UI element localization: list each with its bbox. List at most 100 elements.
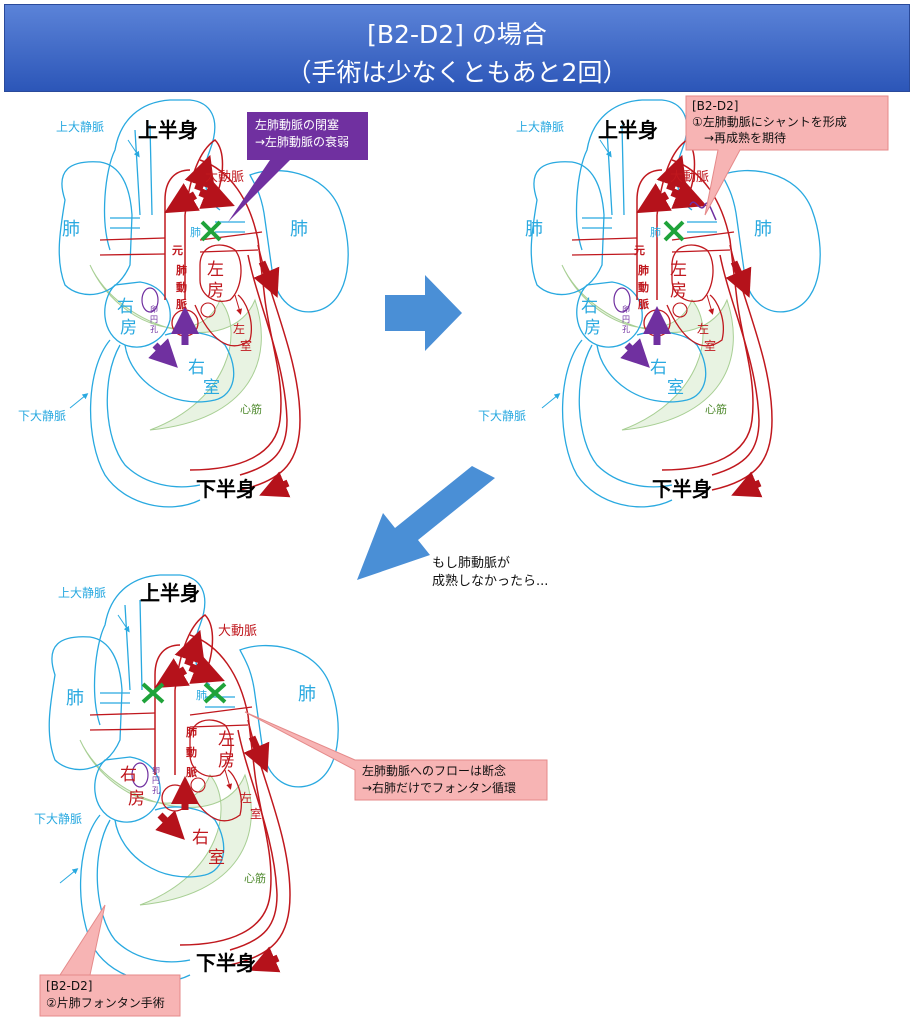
callout-fontan-line-2: ②片肺フォンタン手術 <box>46 996 165 1010</box>
callout-if-not-line-2: 成熟しなかったら... <box>432 574 549 589</box>
diagram-panel-3 <box>39 575 548 1017</box>
callout-flow-cut-line-2: →右肺だけでフォンタン循環 <box>362 781 517 795</box>
label-lung-left: 肺 <box>62 219 80 240</box>
label-foramen-3: 孔 <box>150 325 158 334</box>
label-mpa-2-1: 元 <box>634 244 645 257</box>
label-upper-body-3: 上半身 <box>140 581 200 605</box>
label-upper-body: 上半身 <box>138 118 198 142</box>
label-lung-right-2: 肺 <box>754 219 772 240</box>
callout-occlusion-line-2: →左肺動脈の衰弱 <box>255 135 350 149</box>
label-svc: 上大静脈 <box>56 120 104 134</box>
label-ivc: 下大静脈 <box>18 409 66 423</box>
occlusion-x-mark-2 <box>663 220 685 242</box>
label-foramen-3-2: 円 <box>152 776 160 785</box>
next-arrow-down-left <box>357 466 495 580</box>
label-mpa-3-3: 脈 <box>186 765 197 779</box>
callout-occlusion: 左肺動脈の閉塞 →左肺動脈の衰弱 <box>255 117 349 151</box>
label-lv-3-2: 室 <box>250 806 262 821</box>
label-la-1: 左 <box>207 260 224 280</box>
label-mpa-3-1: 肺 <box>186 725 197 739</box>
label-lower-body-2: 下半身 <box>652 477 712 501</box>
callout-fontan-box <box>39 904 181 1017</box>
purple-arrow-down-2 <box>620 338 650 368</box>
title-banner: [B2-D2] の場合 （手術は少なくともあと2回） <box>4 4 910 92</box>
x-mark-left <box>141 682 165 704</box>
label-la-3-1: 左 <box>218 730 235 750</box>
label-ra-3-2: 房 <box>128 789 145 809</box>
label-mpa-4: 脈 <box>176 297 187 311</box>
label-foramen-3-1: 卵 <box>152 765 160 775</box>
label-lv-3-1: 左 <box>240 790 252 805</box>
occlusion-x-mark <box>200 220 222 242</box>
label-ra-2-2: 房 <box>584 318 601 338</box>
callout-if-not: もし肺動脈が 成熟しなかったら... <box>432 555 548 591</box>
label-foramen-2-2: 円 <box>622 315 630 324</box>
label-mpa-3: 動 <box>176 280 187 294</box>
label-ra-2: 房 <box>120 318 137 338</box>
label-lung-right: 肺 <box>290 219 308 240</box>
label-lung-left-3: 肺 <box>66 688 84 709</box>
label-rv-3-1: 右 <box>192 828 209 848</box>
label-foramen-3-3: 孔 <box>152 786 160 795</box>
label-lv-2-2: 室 <box>704 338 716 353</box>
callout-flow-cut-box <box>244 711 548 801</box>
label-myocardium-2: 心筋 <box>705 402 727 416</box>
purple-arrow-down <box>148 338 178 368</box>
label-aorta-2: 大動脈 <box>670 170 709 185</box>
label-mpa-2-3: 動 <box>638 280 649 294</box>
labels-panel-1: 上半身 下半身 上大静脈 下大静脈 肺 肺 大動脈 肺 元 肺 動 脈 右 房 … <box>18 118 308 501</box>
callout-flow-cut: 左肺動脈へのフローは断念 →右肺だけでフォンタン循環 <box>362 763 516 797</box>
callout-shunt-box <box>685 95 889 216</box>
label-rv-2: 室 <box>203 378 220 398</box>
callout-shunt-line-1: [B2-D2] <box>692 99 739 113</box>
label-lung-right-3: 肺 <box>298 684 316 705</box>
label-foramen-2-3: 孔 <box>622 325 630 334</box>
callout-shunt-line-2: ①左肺動脈にシャントを形成 <box>692 115 847 129</box>
label-foramen-2-1: 卵 <box>622 304 630 314</box>
label-aorta-3: 大動脈 <box>218 624 257 639</box>
label-ra-1: 右 <box>117 297 134 317</box>
label-myocardium: 心筋 <box>240 402 262 416</box>
title-line-1: [B2-D2] の場合 <box>367 20 547 49</box>
callout-occlusion-box <box>228 112 368 222</box>
callout-shunt-line-3: →再成熟を期待 <box>692 131 787 145</box>
label-foramen-2: 円 <box>150 315 158 324</box>
title-line-2: （手術は少なくともあと2回） <box>286 58 628 87</box>
label-la-2-2: 房 <box>670 281 687 301</box>
labels-panel-2: 上半身 下半身 上大静脈 下大静脈 肺 肺 大動脈 肺 元 肺 動 脈 右 房 … <box>478 118 772 501</box>
label-pulm-small-2: 肺 <box>650 226 661 239</box>
label-ivc-3: 下大静脈 <box>34 812 82 826</box>
label-svc-3: 上大静脈 <box>58 586 106 600</box>
label-lv-2: 室 <box>240 338 252 353</box>
callout-shunt: [B2-D2] ①左肺動脈にシャントを形成 →再成熟を期待 <box>692 98 847 146</box>
label-mpa-2-4: 脈 <box>638 297 649 311</box>
label-lung-left-2: 肺 <box>525 219 543 240</box>
label-mpa-2: 肺 <box>176 263 187 277</box>
callout-occlusion-line-1: 左肺動脈の閉塞 <box>255 118 340 132</box>
label-ra-3-1: 右 <box>120 765 137 785</box>
label-ra-2-1: 右 <box>581 297 598 317</box>
label-myocardium-3: 心筋 <box>244 871 266 885</box>
label-rv-1: 右 <box>188 358 205 378</box>
label-mpa-1: 元 <box>172 244 183 257</box>
x-mark-right <box>203 682 227 704</box>
callout-if-not-line-1: もし肺動脈が <box>432 556 511 571</box>
label-svc-2: 上大静脈 <box>516 120 564 134</box>
label-rv-2-2: 室 <box>667 378 684 398</box>
label-upper-body-2: 上半身 <box>598 118 658 142</box>
label-aorta: 大動脈 <box>205 170 244 185</box>
label-ivc-2: 下大静脈 <box>478 409 526 423</box>
label-la-2: 房 <box>207 281 224 301</box>
callout-fontan: [B2-D2] ②片肺フォンタン手術 <box>46 978 165 1012</box>
label-lower-body: 下半身 <box>196 477 256 501</box>
diagram-panel-2 <box>531 95 889 507</box>
labels-panel-3: 上半身 下半身 上大静脈 下大静脈 肺 肺 大動脈 肺 肺 動 脈 右 房 左 … <box>34 581 316 975</box>
label-lv-1: 左 <box>233 321 245 336</box>
shunt-line <box>689 201 717 221</box>
label-la-2-1: 左 <box>670 260 687 280</box>
callout-flow-cut-line-1: 左肺動脈へのフローは断念 <box>362 764 507 778</box>
next-arrow-right <box>385 275 462 351</box>
label-pulm-small-3: 肺 <box>196 689 207 702</box>
callout-fontan-line-1: [B2-D2] <box>46 979 93 993</box>
